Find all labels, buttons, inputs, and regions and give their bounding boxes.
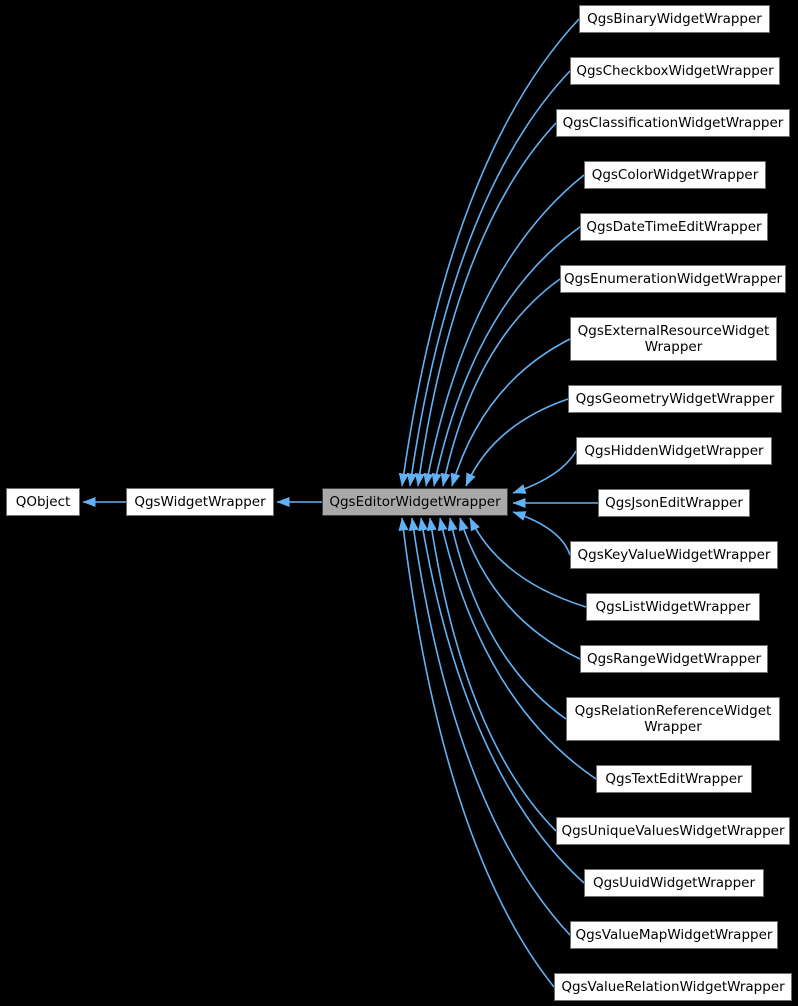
node-qgsjsoneditwrapper[interactable]: QgsJsonEditWrapper	[598, 489, 750, 517]
inheritance-edge	[431, 226, 581, 487]
inheritance-edge	[398, 517, 555, 988]
node-qgscheckboxwidgetwrapper[interactable]: QgsCheckboxWidgetWrapper	[570, 57, 780, 85]
inheritance-edge	[414, 122, 557, 487]
inheritance-edge	[440, 278, 561, 487]
node-qgsdatetimeeditwrapper[interactable]: QgsDateTimeEditWrapper	[580, 213, 768, 241]
inheritance-edge	[408, 517, 571, 936]
node-qgsgeometrywidgetwrapper[interactable]: QgsGeometryWidgetWrapper	[568, 385, 782, 413]
inheritance-edge	[423, 174, 585, 487]
node-qgslistwidgetwrapper[interactable]: QgsListWidgetWrapper	[586, 593, 760, 621]
node-qgscolorwidgetwrapper[interactable]: QgsColorWidgetWrapper	[584, 161, 766, 189]
inheritance-edge	[512, 511, 571, 556]
node-qgsrangewidgetwrapper[interactable]: QgsRangeWidgetWrapper	[580, 645, 768, 673]
node-qobject[interactable]: QObject	[6, 488, 80, 516]
node-qgskeyvaluewidgetwrapper[interactable]: QgsKeyValueWidgetWrapper	[570, 541, 778, 569]
inheritance-edge	[465, 398, 569, 487]
node-qgshiddenwidgetwrapper[interactable]: QgsHiddenWidgetWrapper	[576, 437, 772, 465]
node-qgswidgetwrapper[interactable]: QgsWidgetWrapper	[126, 488, 274, 516]
inheritance-edge	[426, 517, 557, 832]
inheritance-edge	[512, 450, 577, 494]
node-qgsexternalresourcewidgetwrapper[interactable]: QgsExternalResourceWidget Wrapper	[570, 317, 777, 361]
node-qgstexteditwrapper[interactable]: QgsTextEditWrapper	[596, 765, 752, 793]
node-qgsuniquevalueswidgetwrapper[interactable]: QgsUniqueValuesWidgetWrapper	[556, 817, 790, 845]
node-qgsclassificationwidgetwrapper[interactable]: QgsClassificationWidgetWrapper	[556, 109, 790, 137]
inheritance-edge	[469, 517, 587, 608]
inheritance-edge	[447, 517, 567, 720]
node-qgsenumerationwidgetwrapper[interactable]: QgsEnumerationWidgetWrapper	[560, 265, 786, 293]
inheritance-edge	[450, 338, 571, 487]
node-qgsrelationreferencewidgetwrapper[interactable]: QgsRelationReferenceWidget Wrapper	[566, 697, 780, 741]
inheritance-edge	[459, 517, 581, 660]
node-qgsbinarywidgetwrapper[interactable]: QgsBinaryWidgetWrapper	[579, 5, 770, 33]
node-qgsvaluemapwidgetwrapper[interactable]: QgsValueMapWidgetWrapper	[570, 921, 778, 949]
node-qgseditorwidgetwrapper[interactable]: QgsEditorWidgetWrapper	[322, 488, 508, 516]
node-qgsvaluerelationwidgetwrapper[interactable]: QgsValueRelationWidgetWrapper	[554, 973, 792, 1001]
inheritance-edge	[398, 18, 580, 487]
node-qgsuuidwidgetwrapper[interactable]: QgsUuidWidgetWrapper	[584, 869, 764, 897]
inheritance-edge	[406, 70, 571, 487]
